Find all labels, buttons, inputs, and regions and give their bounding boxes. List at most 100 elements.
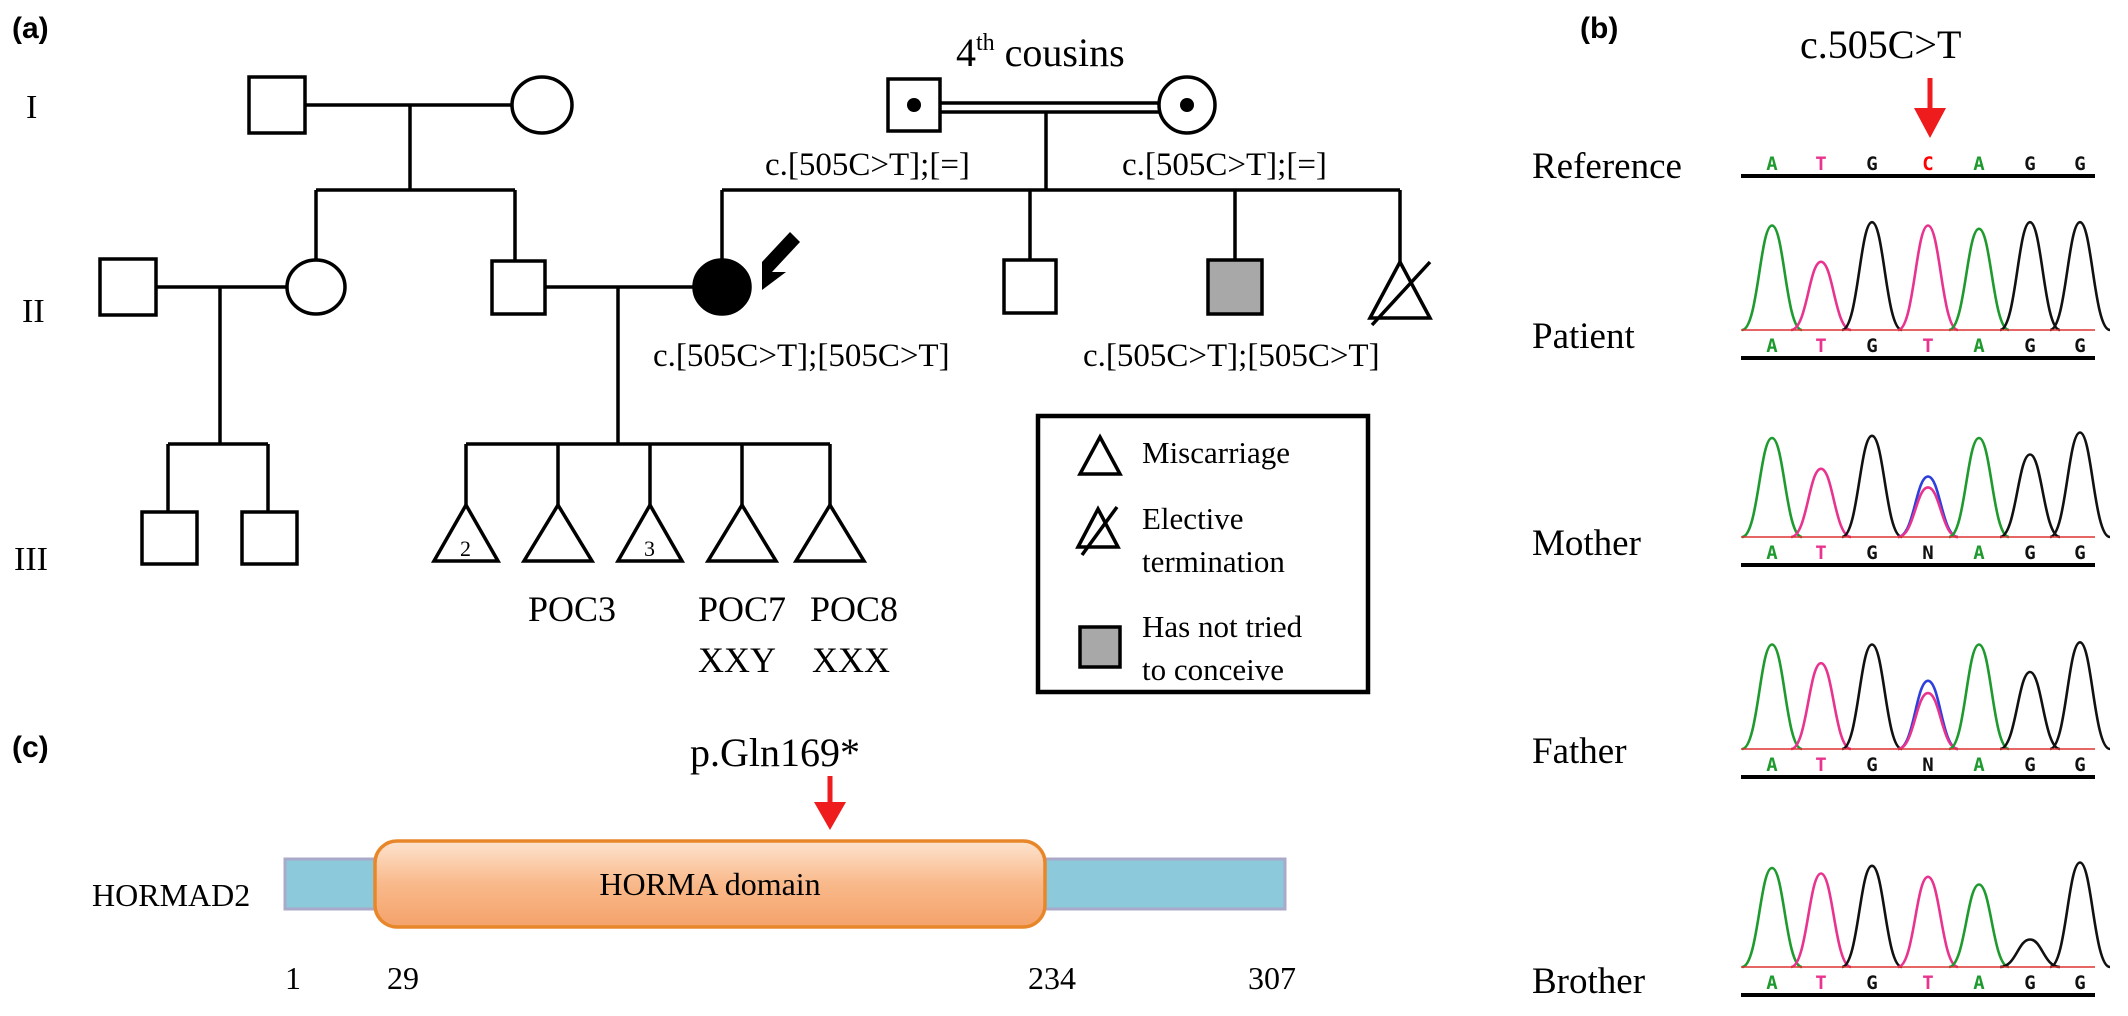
base-call: A bbox=[1973, 153, 1985, 175]
chromatogram-peak bbox=[1790, 661, 1852, 751]
sibling-genotype: c.[505C>T];[505C>T] bbox=[1083, 338, 1380, 374]
sequence-row-label: Reference bbox=[1532, 146, 1682, 187]
base-call: G bbox=[2074, 153, 2085, 175]
poc-label-7: POC7 bbox=[698, 589, 786, 629]
chromatogram-peak bbox=[1948, 883, 2010, 969]
base-call: A bbox=[1766, 972, 1778, 994]
sequence-row-label: Mother bbox=[1532, 523, 1641, 564]
pedigree-male-inlaw bbox=[98, 257, 158, 317]
poc-label-8: POC8 bbox=[810, 589, 898, 629]
miscarriage-count-1: 2 bbox=[460, 536, 471, 561]
base-call: G bbox=[1866, 153, 1877, 175]
sequence-mutation-arrow-icon bbox=[1914, 108, 1946, 138]
chromatogram-peak bbox=[1790, 260, 1852, 332]
poc-label-3: POC3 bbox=[528, 589, 616, 629]
mother-genotype: c.[505C>T];[=] bbox=[1122, 147, 1327, 183]
chromatogram-peak bbox=[1897, 679, 1959, 751]
base-call: G bbox=[2074, 972, 2085, 994]
panel-label-c: (c) bbox=[12, 731, 49, 764]
chromatogram-peak bbox=[1897, 486, 1959, 539]
miscarriage-count-2: 3 bbox=[644, 536, 655, 561]
base-call: A bbox=[1766, 153, 1778, 175]
base-call: G bbox=[2024, 153, 2035, 175]
chromatogram-peak bbox=[1841, 220, 1903, 332]
chromatogram-peak bbox=[2049, 220, 2111, 332]
position-label-1: 1 bbox=[285, 960, 301, 996]
generation-label-3: III bbox=[14, 541, 48, 578]
cousins-label: 4th cousins bbox=[956, 30, 1125, 75]
base-call: T bbox=[1922, 972, 1933, 994]
protein-mutation-label: p.Gln169* bbox=[690, 730, 860, 775]
base-call: G bbox=[2024, 754, 2035, 776]
base-call: G bbox=[2024, 542, 2035, 564]
base-call: T bbox=[1815, 153, 1826, 175]
base-call: A bbox=[1973, 754, 1985, 776]
horma-domain-label: HORMA domain bbox=[599, 866, 820, 902]
miscarriage-triangle-1 bbox=[430, 501, 502, 563]
position-label-234: 234 bbox=[1028, 960, 1076, 996]
generation-label-2: II bbox=[22, 293, 45, 330]
panel-label-a: (a) bbox=[12, 12, 49, 45]
pedigree-female-aunt bbox=[285, 258, 347, 316]
chromatogram-peak bbox=[2049, 431, 2111, 539]
chromatogram-peak bbox=[1741, 866, 1803, 969]
base-call: A bbox=[1766, 754, 1778, 776]
legend-miscarriage-icon bbox=[1077, 433, 1123, 476]
base-call: N bbox=[1922, 542, 1933, 564]
pedigree-elective-termination bbox=[1367, 258, 1433, 320]
panel-label-b: (b) bbox=[1580, 12, 1618, 45]
legend-not-tried-line1: Has not tried bbox=[1142, 609, 1303, 644]
pedigree-male-brother bbox=[1002, 258, 1058, 315]
chromatogram-peak bbox=[1841, 434, 1903, 539]
base-call: T bbox=[1815, 335, 1826, 357]
sequence-row-label: Patient bbox=[1532, 316, 1635, 357]
chromatogram-peak bbox=[2049, 640, 2111, 751]
chromatogram-peak bbox=[1999, 220, 2061, 332]
protein-name: HORMAD2 bbox=[92, 877, 250, 913]
base-call: T bbox=[1815, 972, 1826, 994]
pedigree-male-husband bbox=[490, 259, 547, 316]
pedigree-male-not-tried bbox=[1206, 258, 1264, 316]
proband-genotype: c.[505C>T];[505C>T] bbox=[653, 338, 950, 374]
base-call: A bbox=[1973, 335, 1985, 357]
base-call: G bbox=[1866, 754, 1877, 776]
base-call: A bbox=[1766, 335, 1778, 357]
chromatogram-peak bbox=[1741, 643, 1803, 751]
protein-mutation-arrow-icon bbox=[814, 802, 846, 830]
legend-termination-slash-icon bbox=[1080, 505, 1119, 557]
karyotype-poc7: XXY bbox=[698, 640, 776, 680]
base-call: A bbox=[1766, 542, 1778, 564]
pedigree-proband bbox=[692, 258, 752, 316]
miscarriage-triangle-poc8 bbox=[792, 501, 868, 563]
chromatogram-peak bbox=[1948, 643, 2010, 751]
pedigree-male-grandfather bbox=[247, 75, 307, 135]
base-call: G bbox=[2024, 972, 2035, 994]
base-call: N bbox=[1922, 754, 1933, 776]
generation-label-1: I bbox=[26, 89, 37, 126]
karyotype-poc8: XXX bbox=[812, 640, 890, 680]
chromatogram-peak bbox=[1999, 938, 2061, 969]
pedigree-male-cousin-2 bbox=[240, 510, 299, 566]
chromatogram-peak bbox=[1999, 670, 2061, 751]
sequence-row-label: Father bbox=[1532, 731, 1627, 772]
base-call: T bbox=[1815, 542, 1826, 564]
legend-not-tried-icon bbox=[1078, 625, 1122, 669]
sequence-mutation-label: c.505C>T bbox=[1800, 22, 1961, 67]
base-call: T bbox=[1815, 754, 1826, 776]
chromatogram-peak bbox=[1948, 227, 2010, 332]
miscarriage-triangle-poc7 bbox=[704, 501, 780, 563]
sequence-row-label: Brother bbox=[1532, 961, 1645, 1002]
position-label-29: 29 bbox=[387, 960, 419, 996]
base-call: A bbox=[1973, 972, 1985, 994]
base-call: T bbox=[1922, 335, 1933, 357]
miscarriage-triangle-2 bbox=[614, 501, 686, 563]
chromatogram-peak bbox=[1948, 436, 2010, 539]
pedigree-female-grandmother bbox=[510, 75, 574, 135]
pedigree-male-cousin-1 bbox=[140, 510, 199, 566]
chromatogram-peak bbox=[1897, 691, 1959, 751]
position-label-307: 307 bbox=[1248, 960, 1296, 996]
horma-domain bbox=[373, 839, 1047, 929]
legend-miscarriage-label: Miscarriage bbox=[1142, 435, 1290, 470]
